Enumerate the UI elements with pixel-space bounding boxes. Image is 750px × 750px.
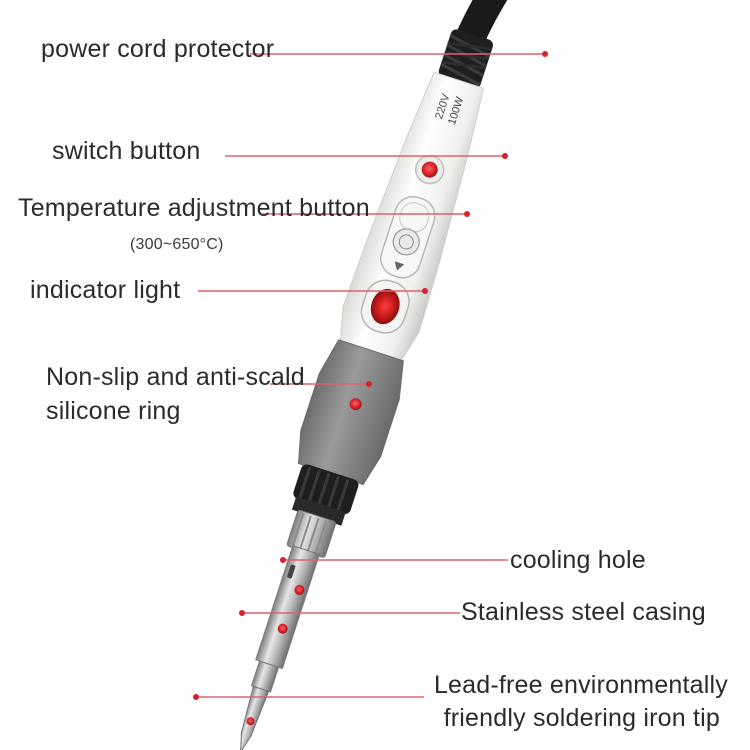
temperature-adjust-panel[interactable] [376, 192, 439, 282]
leader-lines [196, 53, 545, 698]
label-cooling-hole: cooling hole [510, 546, 646, 574]
leader-dots [193, 51, 548, 700]
label-switch-button: switch button [52, 137, 201, 165]
label-silicone-ring-line1: Non-slip and anti-scald [46, 363, 305, 391]
label-power-cord-protector: power cord protector [41, 35, 275, 63]
label-indicator-light: indicator light [30, 276, 181, 304]
label-temperature-adjustment-button: Temperature adjustment button [18, 194, 370, 222]
soldering-tip [240, 685, 270, 750]
locking-nut [291, 464, 359, 526]
silicone-ring-marker [349, 398, 362, 411]
cord-protector [438, 29, 493, 88]
silicone-ring [297, 339, 404, 486]
label-temperature-range: (300~650°C) [130, 236, 224, 253]
indicator-light-graphic [360, 279, 410, 334]
label-silicone-ring-line2: silicone ring [46, 397, 181, 425]
label-tip-line2: friendly soldering iron tip [443, 704, 720, 732]
steel-casing [250, 545, 321, 693]
switch-button-graphic[interactable] [412, 152, 447, 187]
label-stainless-steel-casing: Stainless steel casing [461, 598, 706, 626]
label-tip-line1: Lead-free environmentally [433, 671, 728, 699]
steel-collar [286, 509, 336, 558]
